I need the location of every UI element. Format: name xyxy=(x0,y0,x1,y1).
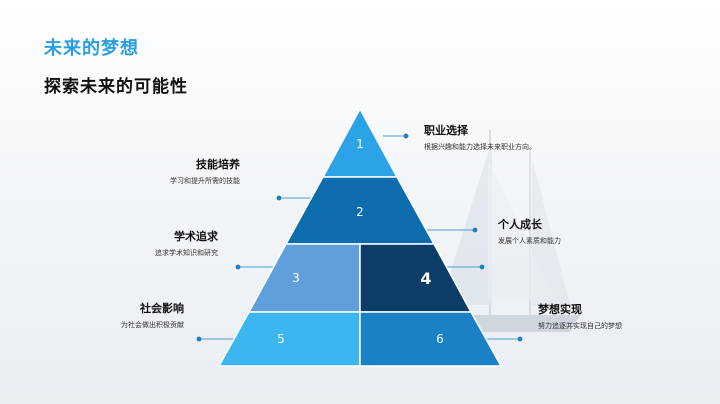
label-academic: 学术追求 追求学术知识和研究 xyxy=(155,228,218,258)
label-career: 职业选择 根据兴趣和能力选择未来职业方向。 xyxy=(424,122,536,152)
label-skills-title: 技能培养 xyxy=(196,158,240,171)
label-dream-desc: 努力追逐并实现自己的梦想 xyxy=(538,322,622,330)
segment-number-5: 5 xyxy=(277,332,285,346)
label-academic-title: 学术追求 xyxy=(174,230,218,243)
connector-dot-academic xyxy=(235,264,241,270)
label-growth-desc: 发展个人素质和能力 xyxy=(498,237,561,245)
connector-dot-skills xyxy=(276,195,282,201)
pyramid-segment-5 xyxy=(217,311,361,367)
connector-dot-dream xyxy=(517,336,523,342)
sailboat-background-icon xyxy=(440,130,580,332)
page-subheading: 探索未来的可能性 xyxy=(44,77,188,97)
label-impact: 社会影响 为社会做出积极贡献 xyxy=(121,300,184,330)
label-career-title: 职业选择 xyxy=(424,124,468,137)
label-growth: 个人成长 发展个人素质和能力 xyxy=(498,216,561,246)
label-dream-title: 梦想实现 xyxy=(538,303,582,316)
segment-number-1: 1 xyxy=(356,137,364,151)
label-academic-desc: 追求学术知识和研究 xyxy=(155,249,218,257)
connector-dot-impact xyxy=(196,336,202,342)
pyramid-segment-4 xyxy=(359,243,473,313)
label-growth-title: 个人成长 xyxy=(498,218,542,231)
label-skills: 技能培养 学习和提升所需的技能 xyxy=(170,156,240,186)
connector-dot-growth xyxy=(472,227,478,233)
label-career-desc: 根据兴趣和能力选择未来职业方向。 xyxy=(424,143,536,151)
pyramid-segment-6 xyxy=(359,311,503,367)
segment-number-4: 4 xyxy=(420,269,431,288)
page-heading: 未来的梦想 xyxy=(44,38,139,59)
pyramid-segment-3 xyxy=(247,243,361,313)
label-impact-title: 社会影响 xyxy=(140,302,184,315)
segment-number-6: 6 xyxy=(436,332,444,346)
label-dream: 梦想实现 努力追逐并实现自己的梦想 xyxy=(538,301,622,331)
connector-dot-dream-link xyxy=(479,264,485,270)
segment-number-2: 2 xyxy=(356,205,364,219)
label-skills-desc: 学习和提升所需的技能 xyxy=(170,177,240,185)
label-impact-desc: 为社会做出积极贡献 xyxy=(121,321,184,329)
connector-dot-career xyxy=(403,133,409,139)
segment-number-3: 3 xyxy=(292,271,300,285)
